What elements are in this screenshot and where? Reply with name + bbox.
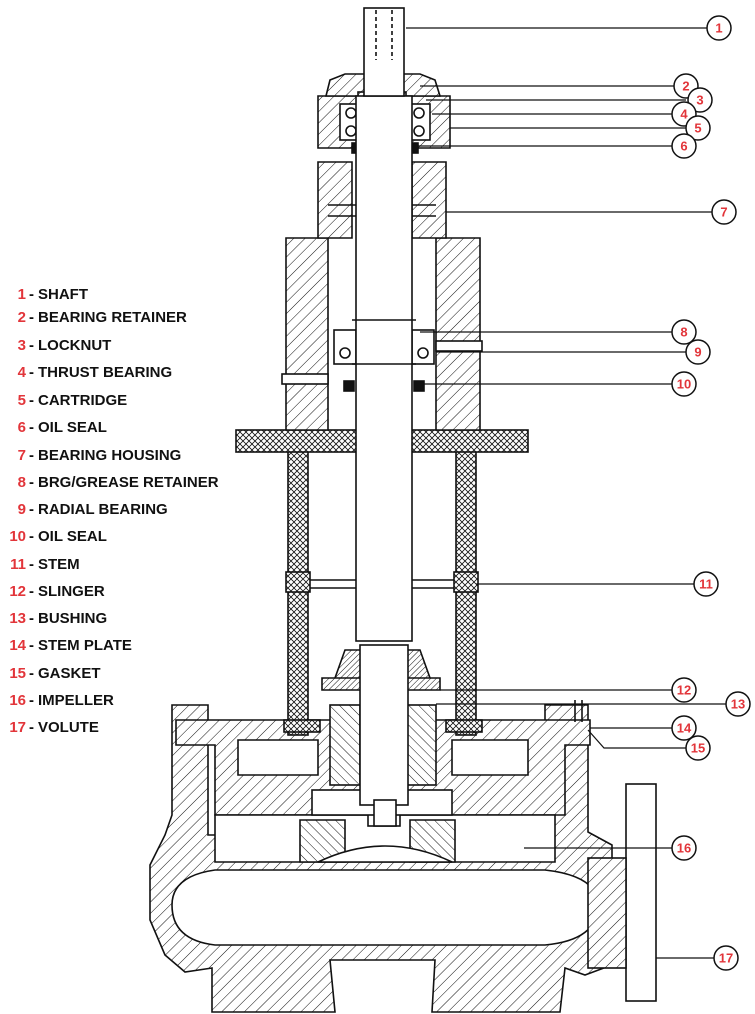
legend-number: 4 [17,364,26,381]
legend-number: 6 [17,419,26,436]
callout-13: 13 [725,691,751,717]
legend-label: LOCKNUT [38,337,112,354]
svg-text:8: 8 [680,325,687,340]
legend-number: 3 [17,337,26,354]
callout-11: 11 [693,571,719,597]
shaft [355,95,413,642]
svg-text:12: 12 [677,683,691,698]
legend-item: 13-BUSHING [0,607,107,631]
legend-item: 8-BRG/GREASE RETAINER [0,471,219,495]
volute-passage [171,869,599,946]
svg-text:7: 7 [720,205,727,220]
legend-label: SHAFT [38,286,88,303]
discharge-flange [625,783,657,1002]
callout-leaders [406,27,726,959]
legend-item: 4-THRUST BEARING [0,361,173,385]
legend-label: STEM PLATE [38,637,132,654]
legend-label: BEARING RETAINER [38,309,187,326]
svg-text:3: 3 [696,93,703,108]
callout-8: 8 [671,319,697,345]
radial-bearing-left [333,329,357,365]
legend-item: 16-IMPELLER [0,689,114,713]
legend-number: 11 [10,556,26,573]
legend-label: VOLUTE [38,719,99,736]
callout-17: 17 [713,945,739,971]
legend-number: 2 [17,309,26,326]
legend-item: 1-SHAFT [0,283,88,307]
legend-number: 16 [9,692,26,709]
legend-item: 7-BEARING HOUSING [0,444,182,468]
oil-seal-lower-left [343,380,355,392]
oil-seal-lower-right [413,380,425,392]
callout-16: 16 [671,835,697,861]
legend-label: RADIAL BEARING [38,501,168,518]
svg-text:2: 2 [682,79,689,94]
callout-1: 1 [706,15,732,41]
legend-number: 8 [17,474,26,491]
legend-label: CARTRIDGE [38,392,128,409]
legend-number: 13 [9,610,26,627]
callout-14: 14 [671,715,697,741]
legend-label: SLINGER [38,583,105,600]
legend-item: 2-BEARING RETAINER [0,306,187,330]
callout-5: 5 [685,115,711,141]
legend-label: STEM [38,556,80,573]
svg-text:6: 6 [680,139,687,154]
legend-label: THRUST BEARING [38,364,173,381]
legend-number: 5 [17,392,26,409]
svg-text:5: 5 [694,121,701,136]
legend-item: 12-SLINGER [0,580,105,604]
legend-label: BUSHING [38,610,108,627]
svg-text:10: 10 [677,377,691,392]
svg-text:14: 14 [677,721,692,736]
legend-item: 3-LOCKNUT [0,334,112,358]
legend-item: 11-STEM [0,553,80,577]
legend-number: 1 [17,286,26,303]
legend-item: 6-OIL SEAL [0,416,107,440]
svg-text:11: 11 [699,577,713,592]
svg-text:9: 9 [694,345,701,360]
svg-text:4: 4 [680,107,688,122]
radial-bearing-right [411,329,435,365]
legend-number: 12 [9,583,26,600]
callout-7: 7 [711,199,737,225]
legend-label: BRG/GREASE RETAINER [38,474,219,491]
legend-number: 7 [17,447,26,464]
callout-bubbles: 1 2 3 4 5 6 7 8 9 10 11 12 13 14 15 16 1… [671,15,751,971]
legend-number: 17 [9,719,26,736]
svg-text:15: 15 [691,741,705,756]
callout-10: 10 [671,371,697,397]
legend-label: OIL SEAL [38,419,107,436]
bushing-right [405,704,437,786]
svg-text:1: 1 [715,21,722,36]
legend-item: 15-GASKET [0,662,101,686]
svg-text:13: 13 [731,697,745,712]
legend-item: 14-STEM PLATE [0,634,132,658]
legend-number: 15 [9,665,26,682]
legend-label: BEARING HOUSING [38,447,182,464]
legend-number: 10 [9,528,26,545]
legend-label: GASKET [38,665,101,682]
bearing-housing [285,237,329,431]
legend-item: 9-RADIAL BEARING [0,498,168,522]
callout-3: 3 [687,87,713,113]
legend-item: 10-OIL SEAL [0,525,107,549]
svg-text:16: 16 [677,841,691,856]
callout-15: 15 [685,735,711,761]
legend-item: 17-VOLUTE [0,716,99,740]
callout-12: 12 [671,677,697,703]
legend-number: 9 [17,501,26,518]
legend-item: 5-CARTRIDGE [0,389,128,413]
svg-text:17: 17 [719,951,733,966]
legend-label: OIL SEAL [38,528,107,545]
callout-6: 6 [671,133,697,159]
legend-number: 14 [9,637,26,654]
legend-label: IMPELLER [38,692,114,709]
bushing-left [329,704,361,786]
callout-9: 9 [685,339,711,365]
